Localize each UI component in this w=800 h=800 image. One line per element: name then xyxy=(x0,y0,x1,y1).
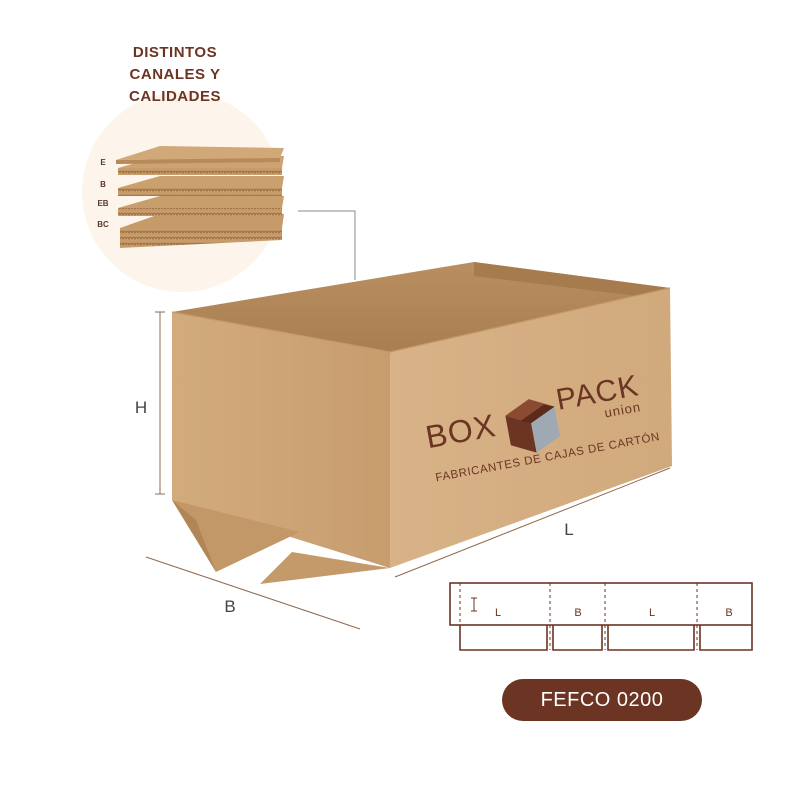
flap-2 xyxy=(552,625,603,651)
flap-1 xyxy=(459,625,548,651)
flat-panel-label-2: B xyxy=(574,607,581,619)
fefco-code-text: FEFCO 0200 xyxy=(540,688,664,711)
width-label: B xyxy=(224,597,235,616)
logo-union-word: union xyxy=(603,399,642,420)
length-label: L xyxy=(564,520,573,539)
flute-label-bc: BC xyxy=(97,220,109,229)
flute-layer-bc xyxy=(120,214,284,248)
flute-layer-eb xyxy=(118,196,284,216)
flute-layer-stack xyxy=(116,146,284,248)
flap-4 xyxy=(699,625,753,651)
flat-panel-label-3: L xyxy=(649,607,655,619)
logo-cube-icon xyxy=(505,399,561,453)
flute-layer-b xyxy=(118,176,284,196)
bottom-flap-left xyxy=(172,500,300,572)
heading-line-1: DISTINTOS xyxy=(132,44,218,61)
flat-panel-label-1: L xyxy=(495,607,501,619)
layers-heading: DISTINTOS CANALES Y CALIDADES xyxy=(110,42,240,108)
bottom-flap-right xyxy=(260,552,390,584)
flap-3 xyxy=(607,625,695,651)
heading-line-3: CALIDADES xyxy=(128,88,221,105)
flat-panel-label-4: B xyxy=(725,607,732,619)
flat-layout xyxy=(449,582,753,651)
flute-label-b: B xyxy=(100,180,106,189)
width-dimension-line xyxy=(145,556,361,630)
box-rim xyxy=(171,287,671,353)
height-label: H xyxy=(135,398,147,417)
flute-label-e: E xyxy=(100,158,106,167)
fefco-code-badge: FEFCO 0200 xyxy=(502,679,702,721)
length-dimension-line xyxy=(394,467,671,578)
open-box xyxy=(171,262,672,584)
flute-label-eb: EB xyxy=(97,199,108,208)
heading-line-2: CANALES Y xyxy=(129,66,221,83)
flute-layer-e xyxy=(116,146,284,164)
bottom-flap-left-shadow xyxy=(172,500,216,572)
box-left-side xyxy=(172,312,390,568)
leader-line xyxy=(298,210,356,280)
box-inner-right xyxy=(474,262,670,300)
